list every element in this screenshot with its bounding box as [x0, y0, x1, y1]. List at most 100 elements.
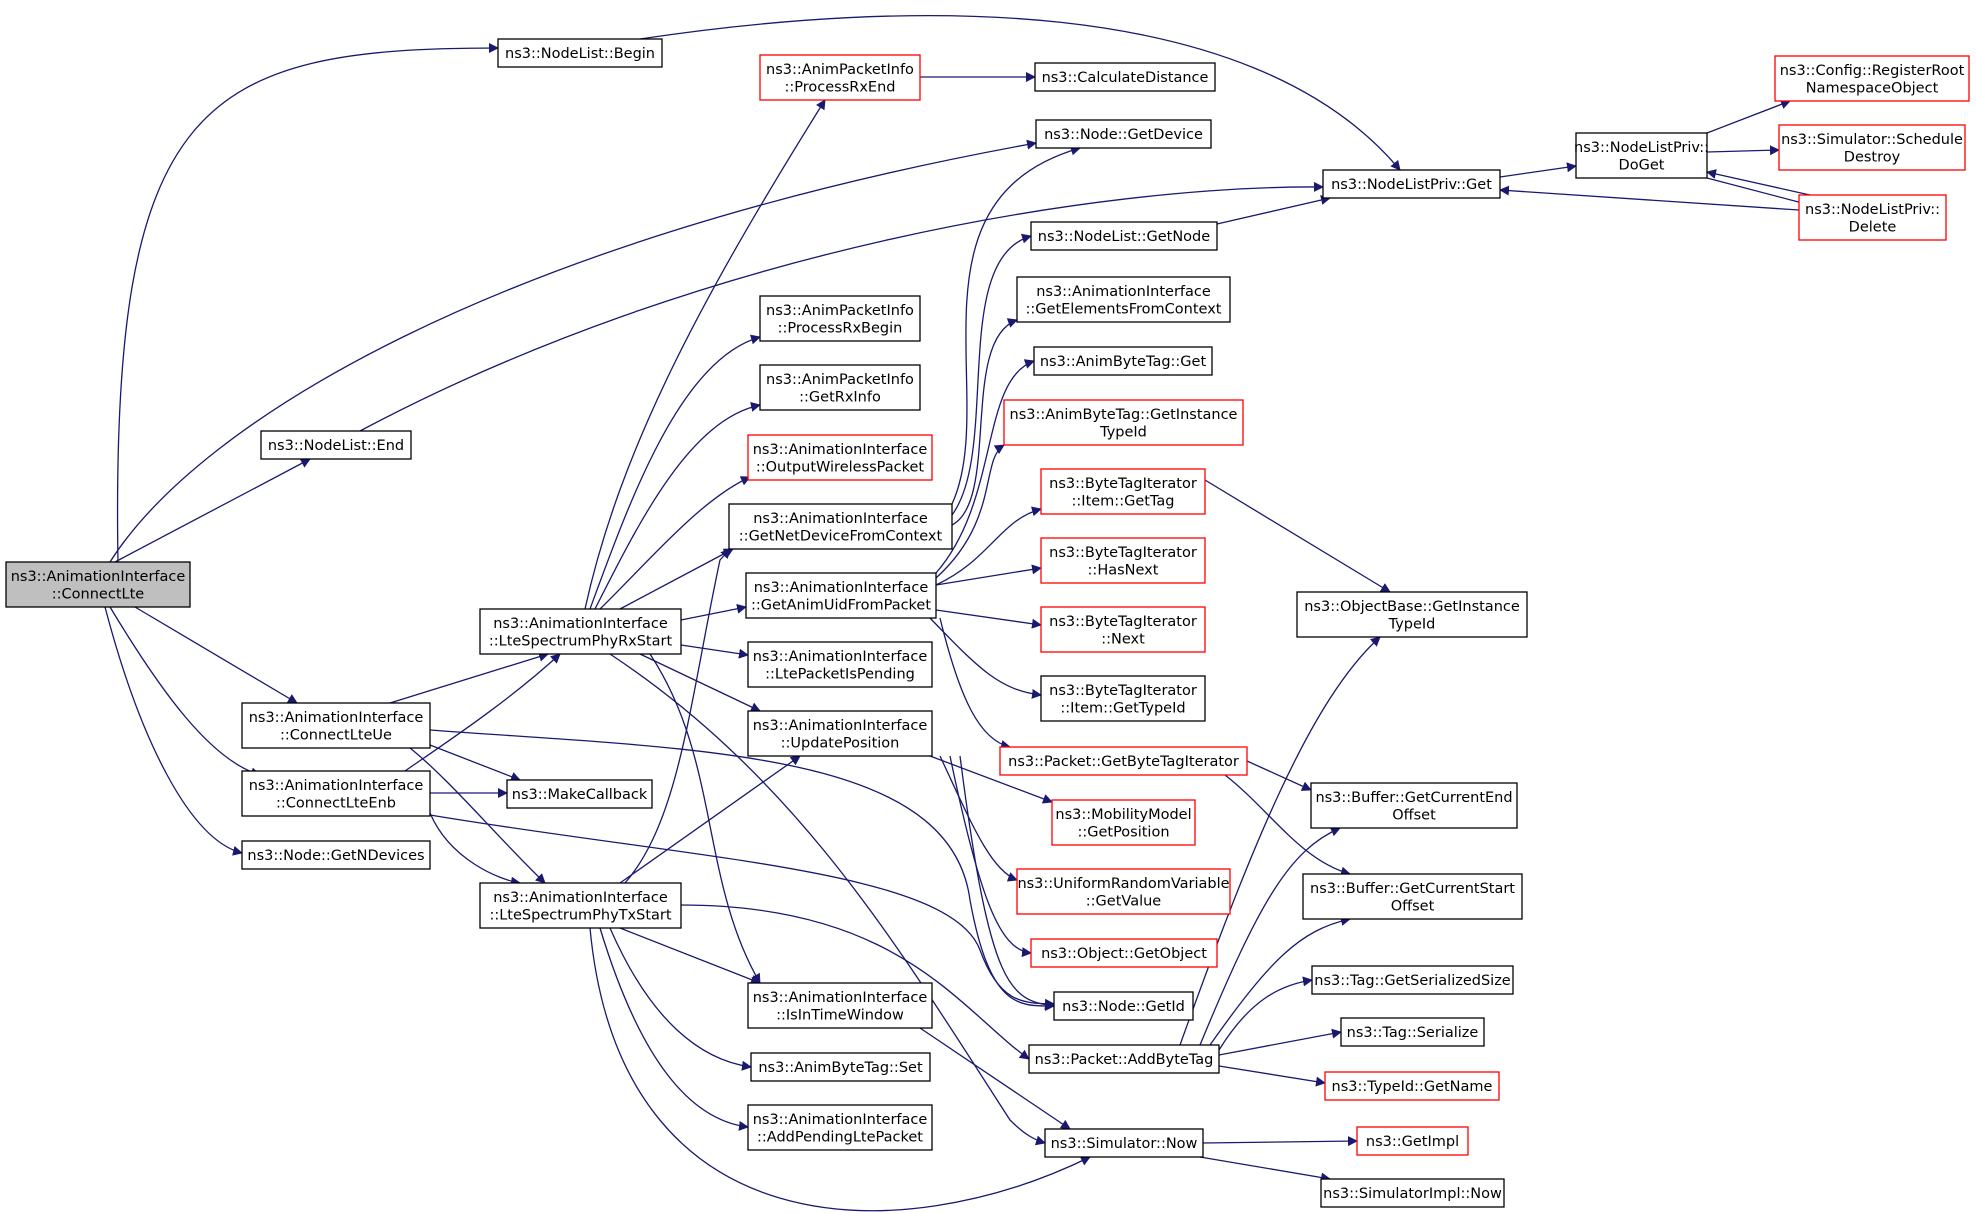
- node-btiGetTypeId[interactable]: ns3::ByteTagIterator::Item::GetTypeId: [1040, 675, 1206, 722]
- node-label: ns3::AnimationInterface: [753, 990, 928, 1006]
- node-getAnimUid[interactable]: ns3::AnimationInterface::GetAnimUidFromP…: [745, 572, 937, 619]
- node-nlpDoGet[interactable]: ns3::NodeListPriv::DoGet: [1574, 132, 1709, 179]
- node-addPendingLte[interactable]: ns3::AnimationInterface::AddPendingLtePa…: [747, 1104, 933, 1151]
- node-isInTimeWindow[interactable]: ns3::AnimationInterface::IsInTimeWindow: [747, 982, 933, 1029]
- node-label: ns3::AnimPacketInfo: [766, 62, 914, 78]
- node-label: ns3::AnimByteTag::Get: [1040, 354, 1207, 370]
- node-box: [1003, 399, 1244, 446]
- node-nlEnd[interactable]: ns3::NodeList::End: [260, 430, 412, 460]
- node-outputWireless[interactable]: ns3::AnimationInterface::OutputWirelessP…: [747, 434, 933, 481]
- node-tagSerialize[interactable]: ns3::Tag::Serialize: [1340, 1017, 1485, 1047]
- node-updatePosition[interactable]: ns3::AnimationInterface::UpdatePosition: [747, 710, 933, 757]
- node-box: [747, 641, 933, 688]
- node-label: ns3::NodeListPriv::Get: [1331, 177, 1492, 193]
- node-nodeGetId[interactable]: ns3::Node::GetId: [1053, 991, 1194, 1021]
- node-box: [1774, 55, 1970, 102]
- node-makeCallback[interactable]: ns3::MakeCallback: [506, 779, 653, 809]
- edge-btiGetTag-to-objBaseGetInst: [1204, 479, 1391, 593]
- node-box: [759, 364, 921, 411]
- node-label: ns3::ObjectBase::GetInstance: [1304, 599, 1520, 615]
- edge-pktAddByteTag-to-tagGetSerSize: [1218, 976, 1313, 1051]
- edge-getAnimUid-to-animByteTagGetInst: [935, 444, 1005, 579]
- node-txStart[interactable]: ns3::AnimationInterface::LteSpectrumPhyT…: [479, 882, 682, 929]
- edge-rxStart-to-processRxEnd: [584, 99, 826, 610]
- node-label: ::ProcessRxBegin: [778, 320, 903, 336]
- node-simNow[interactable]: ns3::Simulator::Now: [1044, 1128, 1204, 1158]
- node-box: [1016, 276, 1231, 323]
- node-label: ::GetElementsFromContext: [1026, 301, 1222, 317]
- node-processRxEnd[interactable]: ns3::AnimPacketInfo::ProcessRxEnd: [759, 54, 921, 101]
- node-box: [5, 561, 191, 608]
- edge-getAnimUid-to-btiGetTag: [935, 506, 1042, 586]
- node-label: ::ConnectLte: [52, 586, 144, 602]
- node-processRxBegin[interactable]: ns3::AnimPacketInfo::ProcessRxBegin: [759, 295, 921, 342]
- edge-nlGetNode-to-nlpGet: [1216, 195, 1331, 225]
- edge-simNow-to-getImpl: [1202, 1136, 1358, 1147]
- edge-connectLte-to-nodeGetDevice: [109, 139, 1037, 563]
- node-nlpDelete[interactable]: ns3::NodeListPriv::Delete: [1798, 194, 1947, 241]
- node-btiNext[interactable]: ns3::ByteTagIterator::Next: [1040, 606, 1206, 653]
- node-mobGetPos[interactable]: ns3::MobilityModel::GetPosition: [1051, 799, 1196, 846]
- node-box: [759, 54, 921, 101]
- node-getImpl[interactable]: ns3::GetImpl: [1356, 1126, 1469, 1156]
- node-connectLteUe[interactable]: ns3::AnimationInterface::ConnectLteUe: [241, 702, 431, 749]
- node-box: [750, 1052, 931, 1082]
- node-box: [1040, 675, 1206, 722]
- node-label: Destroy: [1844, 149, 1901, 165]
- node-getNDevices[interactable]: ns3::Node::GetNDevices: [241, 840, 431, 870]
- node-label: ns3::NodeList::End: [268, 438, 404, 454]
- node-label: ns3::ByteTagIterator: [1049, 545, 1197, 561]
- node-objGetObject[interactable]: ns3::Object::GetObject: [1030, 938, 1218, 968]
- node-getRxInfo[interactable]: ns3::AnimPacketInfo::GetRxInfo: [759, 364, 921, 411]
- edge-pktAddByteTag-to-bufStartOff: [1209, 916, 1351, 1046]
- node-connectLteEnb[interactable]: ns3::AnimationInterface::ConnectLteEnb: [241, 770, 431, 817]
- node-nlBegin[interactable]: ns3::NodeList::Begin: [497, 38, 663, 68]
- node-label: ns3::Packet::AddByteTag: [1035, 1052, 1214, 1068]
- node-rxStart[interactable]: ns3::AnimationInterface::LteSpectrumPhyR…: [479, 608, 682, 655]
- edge-pktAddByteTag-to-bufEndOff: [1199, 827, 1341, 1046]
- node-simImplNow[interactable]: ns3::SimulatorImpl::Now: [1320, 1178, 1505, 1208]
- edge-nlpDelete-to-nlpGet: [1499, 185, 1800, 211]
- edge-pktGetBTI-to-bufEndOff: [1246, 760, 1312, 791]
- node-nlpGet[interactable]: ns3::NodeListPriv::Get: [1322, 169, 1501, 199]
- node-getElemFromCtx[interactable]: ns3::AnimationInterface::GetElementsFrom…: [1016, 276, 1231, 323]
- node-typeIdGetName[interactable]: ns3::TypeId::GetName: [1324, 1071, 1500, 1101]
- node-btiGetTag[interactable]: ns3::ByteTagIterator::Item::GetTag: [1040, 468, 1206, 515]
- node-label: ns3::AnimationInterface: [753, 649, 928, 665]
- node-animByteTagSet[interactable]: ns3::AnimByteTag::Set: [750, 1052, 931, 1082]
- edge-nlBegin-to-nlpGet: [639, 14, 1401, 171]
- node-label: ns3::Object::GetObject: [1041, 946, 1207, 962]
- node-label: ::Next: [1101, 631, 1145, 647]
- edge-nlpDelete-to-nlpDoGet: [1706, 169, 1811, 196]
- node-tagGetSerSize[interactable]: ns3::Tag::GetSerializedSize: [1311, 965, 1514, 995]
- node-label: ns3::ByteTagIterator: [1049, 476, 1197, 492]
- node-box: [1310, 782, 1518, 829]
- node-pktAddByteTag[interactable]: ns3::Packet::AddByteTag: [1028, 1044, 1220, 1074]
- node-label: ns3::CalculateDistance: [1042, 70, 1209, 86]
- node-calcDistance[interactable]: ns3::CalculateDistance: [1034, 62, 1216, 92]
- node-label: ns3::AnimationInterface: [249, 710, 424, 726]
- node-nodeGetDevice[interactable]: ns3::Node::GetDevice: [1035, 119, 1212, 149]
- node-box: [479, 882, 682, 929]
- node-getNetDevFromCtx[interactable]: ns3::AnimationInterface::GetNetDeviceFro…: [728, 503, 953, 550]
- edge-nlpDoGet-to-cfgRegister: [1706, 99, 1791, 134]
- node-label: ::LteSpectrumPhyRxStart: [489, 633, 673, 649]
- node-urvGetValue[interactable]: ns3::UniformRandomVariable::GetValue: [1016, 868, 1231, 915]
- node-nlGetNode[interactable]: ns3::NodeList::GetNode: [1030, 221, 1218, 251]
- node-btiHasNext[interactable]: ns3::ByteTagIterator::HasNext: [1040, 537, 1206, 584]
- node-animByteTagGet[interactable]: ns3::AnimByteTag::Get: [1033, 346, 1213, 376]
- node-ltePending[interactable]: ns3::AnimationInterface::LtePacketIsPend…: [747, 641, 933, 688]
- node-label: ns3::Buffer::GetCurrentEnd: [1315, 790, 1512, 806]
- edge-pktGetBTI-to-bufStartOff: [1224, 774, 1351, 877]
- node-label: ns3::AnimationInterface: [493, 890, 668, 906]
- edge-connectLteUe-to-txStart: [409, 747, 546, 884]
- node-pktGetBTI[interactable]: ns3::Packet::GetByteTagIterator: [999, 746, 1248, 776]
- node-label: ns3::NodeListPriv::: [1574, 140, 1709, 156]
- node-label: ns3::Config::RegisterRoot: [1780, 63, 1965, 79]
